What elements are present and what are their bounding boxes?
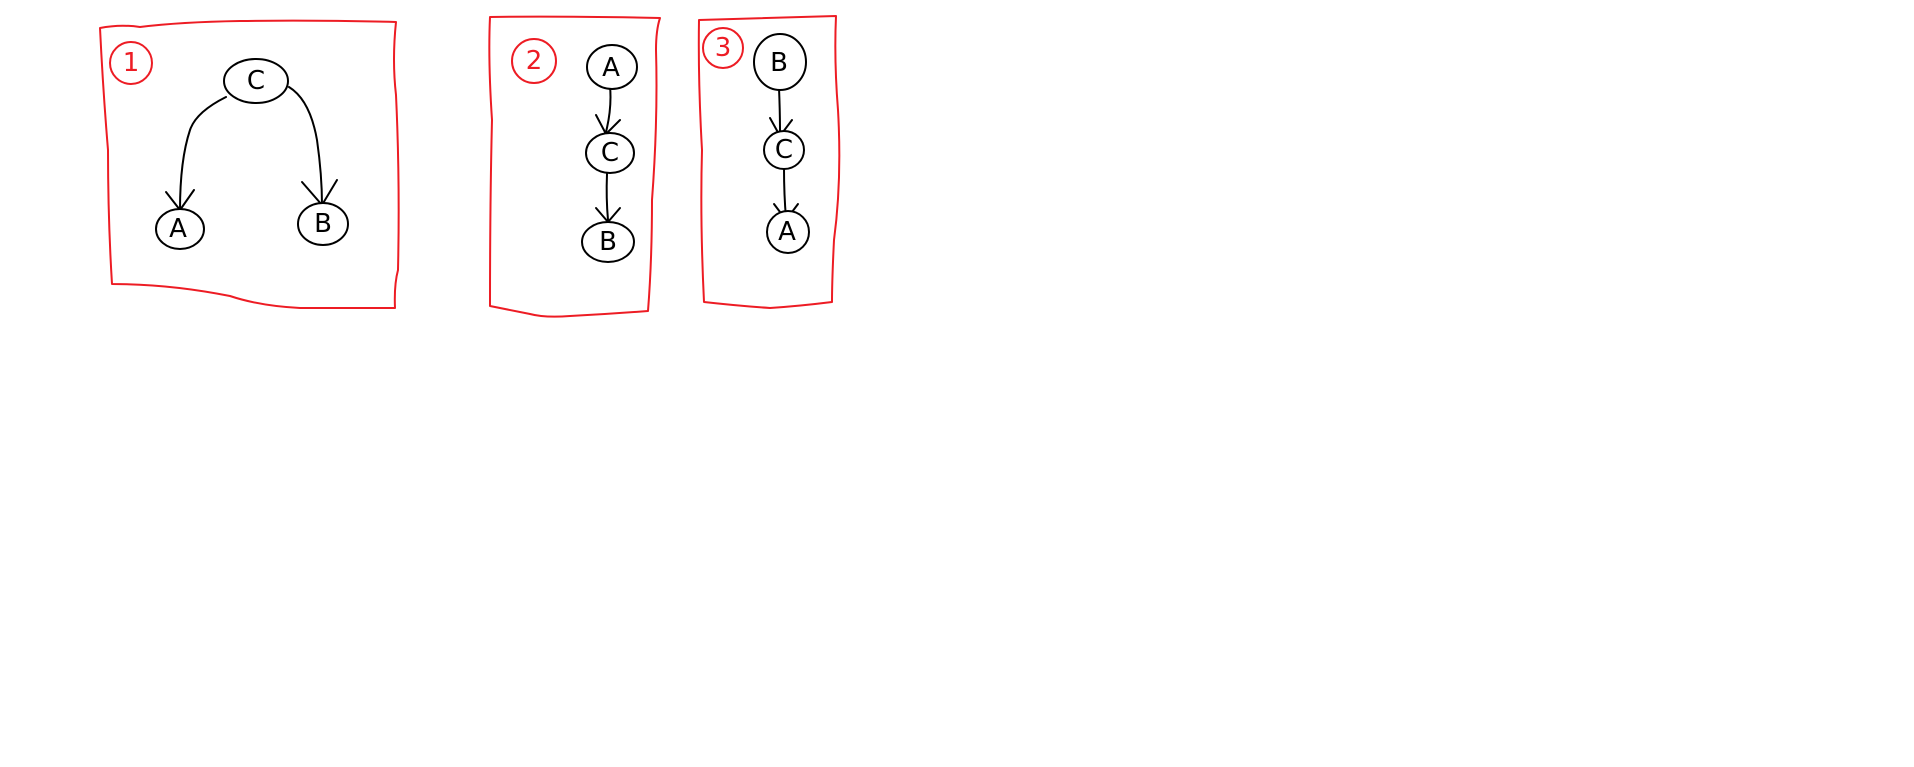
node-a-label: A xyxy=(778,217,796,247)
node-a-label: A xyxy=(169,214,187,244)
panel-1-frame xyxy=(99,19,400,309)
node-c: C xyxy=(585,132,635,174)
edge-c-to-a xyxy=(179,96,227,211)
node-a: A xyxy=(586,44,638,90)
node-c: C xyxy=(223,58,289,104)
node-b-label: B xyxy=(770,48,788,78)
node-b-label: B xyxy=(599,227,617,257)
node-a: A xyxy=(155,208,205,250)
node-b-label: B xyxy=(314,209,332,239)
node-b-shape xyxy=(581,221,635,263)
edge-b-to-c xyxy=(778,87,781,133)
edge-c-to-b xyxy=(605,173,609,221)
node-b: B xyxy=(581,221,635,263)
node-a-label: A xyxy=(602,53,620,83)
panel-3-badge-circle xyxy=(702,27,744,69)
panel-3: 3 B C A xyxy=(697,15,841,309)
edge-a-to-c xyxy=(605,85,612,133)
node-c-shape xyxy=(585,132,635,174)
node-a: A xyxy=(766,210,810,254)
panel-1-badge-circle xyxy=(109,41,153,85)
panel-1-badge: 1 xyxy=(123,48,140,78)
node-c: C xyxy=(763,130,805,170)
panel-3-frame xyxy=(697,15,841,309)
panel-2-badge-circle xyxy=(511,38,557,84)
node-b-shape xyxy=(297,202,349,246)
edge-c-to-b xyxy=(288,86,323,206)
panel-2: 2 A C B xyxy=(488,15,661,318)
panel-3-badge: 3 xyxy=(715,33,732,63)
panel-1: 1 C A B xyxy=(99,19,400,309)
node-c-label: C xyxy=(601,138,619,168)
node-a-shape xyxy=(586,44,638,90)
node-b: B xyxy=(297,202,349,246)
node-c-label: C xyxy=(247,66,265,96)
node-c-shape xyxy=(223,58,289,104)
node-c-label: C xyxy=(775,135,793,165)
panel-2-badge: 2 xyxy=(526,46,543,76)
panel-2-frame xyxy=(488,15,661,318)
node-b-shape xyxy=(753,33,807,91)
node-b: B xyxy=(753,33,807,91)
node-c-shape xyxy=(763,130,805,170)
node-a-shape xyxy=(155,208,205,250)
node-a-shape xyxy=(766,210,810,254)
edge-c-to-b-arrowhead xyxy=(301,179,338,206)
